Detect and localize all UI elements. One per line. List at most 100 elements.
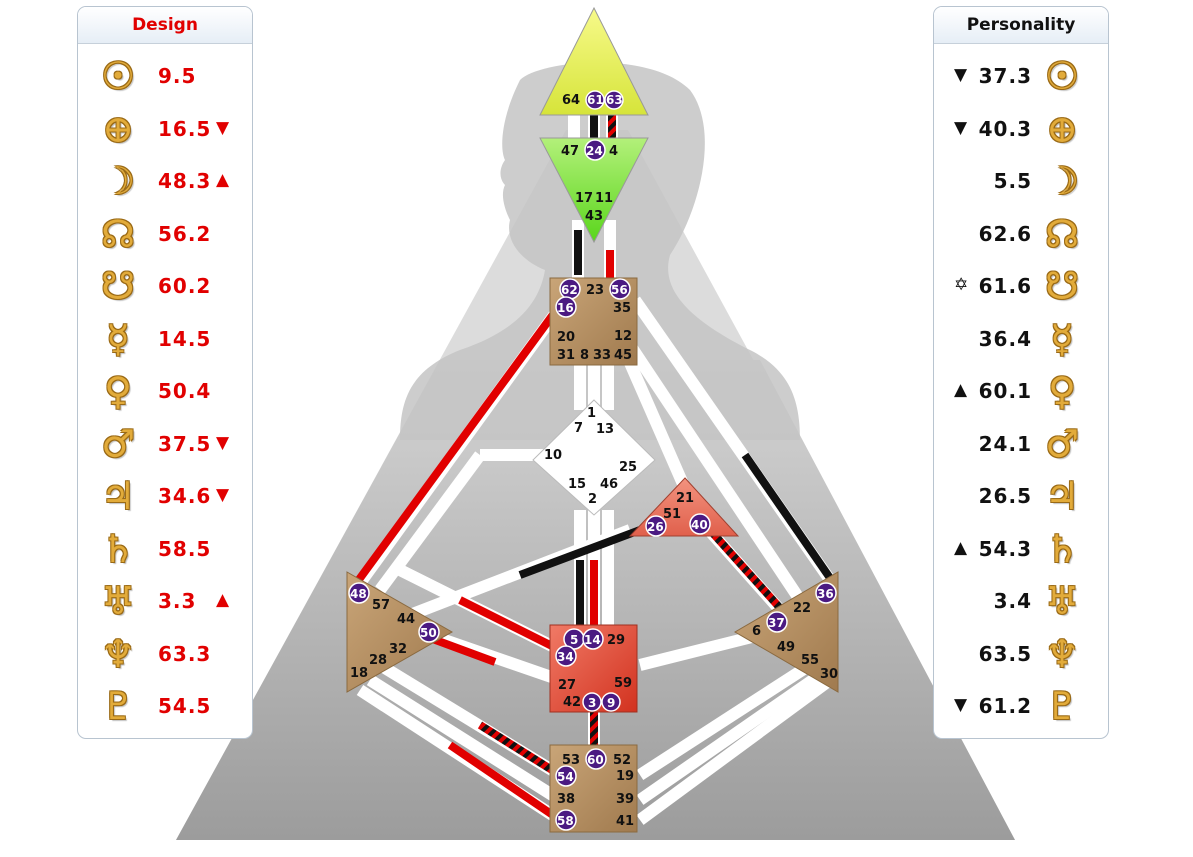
g-center bbox=[532, 399, 656, 516]
gate-43: 43 bbox=[585, 209, 603, 224]
head-silhouette bbox=[400, 62, 800, 440]
gate-22: 22 bbox=[793, 601, 811, 616]
gate-32: 32 bbox=[389, 642, 407, 657]
personality-row-mercury: ☿36.4 bbox=[934, 314, 1108, 364]
gate-45: 45 bbox=[614, 348, 632, 363]
gate-2: 2 bbox=[588, 492, 597, 507]
design-value: 14.5 bbox=[158, 326, 212, 351]
personality-value: 63.5 bbox=[978, 641, 1032, 666]
personality-value: 3.4 bbox=[993, 589, 1032, 613]
personality-panel: Personality ☉37.3▼⊕40.3▼☽5.5☊62.6☋61.6✡☿… bbox=[933, 6, 1109, 739]
gate-38: 38 bbox=[557, 792, 575, 807]
gate-16: 16 bbox=[557, 301, 574, 315]
personality-row-north-node: ☊62.6 bbox=[934, 209, 1108, 259]
personality-row-south-node: ☋ 61.6 ✡ bbox=[934, 261, 1108, 311]
gate-46: 46 bbox=[600, 477, 618, 492]
design-row-uranus: ♅3.3▲ bbox=[78, 576, 252, 626]
design-row-mercury: ☿ 14.5 bbox=[78, 314, 252, 364]
gate-55: 55 bbox=[801, 653, 819, 668]
personality-row-neptune: ♆63.5 bbox=[934, 629, 1108, 679]
personality-row-sun: ☉37.3▼ bbox=[934, 51, 1108, 101]
gate-31: 31 bbox=[557, 348, 575, 363]
gate-41: 41 bbox=[616, 814, 634, 829]
personality-value: 24.1 bbox=[978, 431, 1032, 456]
personality-value: 26.5 bbox=[978, 484, 1032, 508]
gate-11: 11 bbox=[595, 191, 613, 206]
gate-4: 4 bbox=[609, 144, 618, 159]
gate-23: 23 bbox=[586, 283, 604, 298]
design-row-earth: ⊕16.5▼ bbox=[78, 104, 252, 154]
personality-row-moon: ☽5.5 bbox=[934, 156, 1108, 206]
design-marker: ▲ bbox=[216, 590, 230, 610]
sun-icon: ☉ bbox=[100, 54, 136, 98]
gate-58: 58 bbox=[557, 814, 574, 828]
venus-icon: ♀ bbox=[1048, 369, 1076, 413]
personality-row-earth: ⊕40.3▼ bbox=[934, 104, 1108, 154]
design-value: 16.5 bbox=[158, 116, 212, 141]
gate-51: 51 bbox=[663, 507, 681, 522]
design-row-north-node: ☊56.2 bbox=[78, 209, 252, 259]
gate-64: 64 bbox=[562, 93, 580, 108]
design-value: 58.5 bbox=[158, 536, 212, 561]
gate-6: 6 bbox=[752, 624, 761, 639]
gate-14: 14 bbox=[584, 633, 601, 647]
north-node-icon: ☊ bbox=[101, 211, 135, 256]
gate-60: 60 bbox=[587, 753, 604, 767]
jupiter-icon: ♃ bbox=[100, 474, 136, 518]
sun-icon: ☉ bbox=[1044, 54, 1080, 98]
uranus-icon: ♅ bbox=[100, 579, 136, 623]
spleen-center bbox=[346, 571, 454, 693]
personality-value: 61.6 bbox=[978, 274, 1032, 298]
gate-labels: 64 61 63 47 24 4 17 11 43 62 23 56 16 35… bbox=[348, 90, 838, 831]
gate-48: 48 bbox=[350, 587, 367, 601]
gate-44: 44 bbox=[397, 612, 415, 627]
personality-marker: ▼ bbox=[954, 695, 968, 715]
channels bbox=[350, 115, 835, 826]
south-node-icon: ☋ bbox=[1045, 264, 1079, 308]
mercury-icon: ☿ bbox=[106, 316, 130, 361]
gate-10: 10 bbox=[544, 448, 562, 463]
north-node-icon: ☊ bbox=[1045, 211, 1079, 256]
design-value: 48.3 bbox=[158, 169, 212, 193]
venus-icon: ♀ bbox=[104, 369, 132, 413]
design-value: 54.5 bbox=[158, 694, 212, 718]
personality-value: 61.2 bbox=[978, 694, 1032, 718]
gate-9: 9 bbox=[607, 696, 615, 710]
design-row-moon: ☽48.3▲ bbox=[78, 156, 252, 206]
gate-1: 1 bbox=[587, 406, 596, 421]
solar-plexus-center bbox=[734, 571, 839, 693]
gate-33: 33 bbox=[593, 348, 611, 363]
gate-3: 3 bbox=[588, 696, 596, 710]
gate-25: 25 bbox=[619, 460, 637, 475]
gate-47: 47 bbox=[561, 144, 579, 159]
design-value: 37.5 bbox=[158, 431, 212, 456]
personality-value: 40.3 bbox=[978, 116, 1032, 141]
personality-row-mars: ♂24.1 bbox=[934, 419, 1108, 469]
gate-28: 28 bbox=[369, 653, 387, 668]
personality-row-pluto: ♇61.2▼ bbox=[934, 681, 1108, 731]
gate-50: 50 bbox=[420, 626, 437, 640]
design-row-pluto: ♇54.5 bbox=[78, 681, 252, 731]
ajna-center bbox=[539, 137, 649, 244]
design-row-venus: ♀50.4 bbox=[78, 366, 252, 416]
design-value: 63.3 bbox=[158, 641, 212, 666]
design-marker: ▲ bbox=[216, 170, 230, 190]
gate-18: 18 bbox=[350, 666, 368, 681]
design-row-neptune: ♆63.3 bbox=[78, 629, 252, 679]
gate-53: 53 bbox=[562, 753, 580, 768]
personality-marker: ▲ bbox=[954, 537, 968, 558]
gate-36: 36 bbox=[817, 587, 834, 601]
gate-30: 30 bbox=[820, 667, 838, 682]
gate-39: 39 bbox=[616, 792, 634, 807]
gate-49: 49 bbox=[777, 640, 795, 655]
gate-13: 13 bbox=[596, 422, 614, 437]
saturn-icon: ♄ bbox=[100, 526, 136, 571]
personality-marker: ▼ bbox=[954, 117, 968, 138]
gate-42: 42 bbox=[563, 695, 581, 710]
gate-37: 37 bbox=[768, 616, 785, 630]
personality-marker: ✡ bbox=[954, 275, 969, 295]
personality-row-jupiter: ♃26.5 bbox=[934, 471, 1108, 521]
gate-34: 34 bbox=[557, 650, 574, 664]
gate-52: 52 bbox=[613, 753, 631, 768]
